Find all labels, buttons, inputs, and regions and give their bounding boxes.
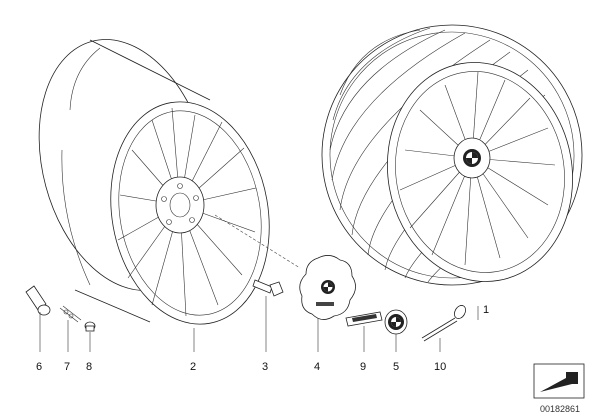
valve-stem — [25, 285, 51, 316]
valve-insert — [59, 305, 82, 323]
part-label-2: 2 — [190, 361, 196, 373]
complete-wheel-with-tire — [321, 24, 583, 286]
document-number: 00182861 — [540, 404, 580, 414]
leader-lines — [39, 296, 479, 352]
part-label-8: 8 — [86, 361, 92, 373]
bmw-emblem-icon — [463, 149, 481, 167]
part-label-7: 7 — [64, 361, 70, 373]
part-label-3: 3 — [262, 361, 268, 373]
puller-tool — [421, 305, 466, 342]
m-badge — [345, 311, 383, 327]
part-label-9: 9 — [360, 361, 366, 373]
center-cap-cover — [299, 255, 356, 320]
part-label-4: 4 — [314, 361, 320, 373]
part-label-1: 1 — [483, 304, 489, 316]
valve-cap — [84, 321, 96, 332]
diagram-nav-arrow-icon — [533, 363, 585, 399]
part-label-6: 6 — [36, 361, 42, 373]
bmw-roundel-emblem — [384, 309, 408, 335]
part-labels: 1 2 3 4 5 6 7 8 9 10 — [36, 304, 489, 373]
alloy-rim — [38, 39, 270, 325]
part-label-10: 10 — [434, 361, 446, 373]
part-label-5: 5 — [393, 361, 399, 373]
wheel-bolt — [214, 214, 301, 297]
